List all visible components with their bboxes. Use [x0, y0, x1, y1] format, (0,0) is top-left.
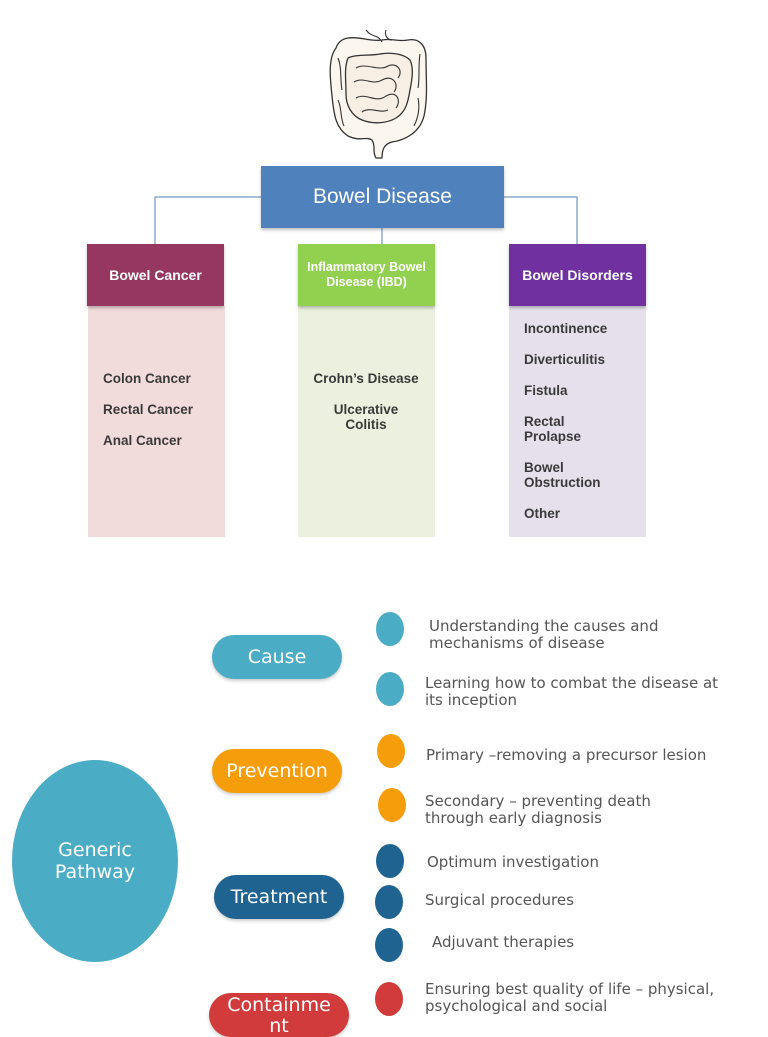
point-text: Secondary – preventing death through ear…: [425, 792, 651, 827]
category-bowel-disorders-body: [509, 306, 646, 537]
bullet-icon: [376, 672, 404, 706]
category-bowel-cancer-header: Bowel Cancer: [87, 244, 224, 306]
stage-treatment: Treatment: [214, 875, 344, 919]
bullet-icon: [375, 885, 403, 919]
list-item: Rectal Prolapse: [524, 414, 582, 444]
bullet-icon: [376, 612, 404, 646]
intestines-icon: [329, 29, 428, 159]
bullet-icon: [376, 844, 404, 878]
stage-cause: Cause: [212, 635, 342, 679]
list-item: Anal Cancer: [103, 433, 182, 448]
category-bowel-cancer-list: Colon Cancer Rectal Cancer Anal Cancer: [103, 371, 223, 464]
category-ibd-header: Inflammatory Bowel Disease (IBD): [298, 244, 435, 306]
root-label: Bowel Disease: [313, 185, 452, 208]
stage-label: Containment: [227, 994, 331, 1037]
stage-label: Cause: [247, 646, 307, 668]
hub-label: Generic Pathway: [54, 839, 136, 883]
category-title: Inflammatory Bowel Disease (IBD): [307, 260, 426, 289]
stage-label: Treatment: [230, 886, 328, 908]
bullet-icon: [375, 928, 403, 962]
tree-connectors: [154, 196, 578, 244]
point-text: Adjuvant therapies: [432, 933, 575, 951]
list-item: Other: [524, 506, 561, 521]
point-text: Surgical procedures: [425, 891, 574, 909]
category-bowel-disorders-list: Incontinence Diverticulitis Fistula Rect…: [524, 321, 624, 537]
bullet-icon: [375, 982, 403, 1016]
bullet-icon: [378, 788, 406, 822]
list-item: Colon Cancer: [103, 371, 191, 386]
root-box-bowel-disease: Bowel Disease: [261, 166, 504, 228]
list-item: Fistula: [524, 383, 568, 398]
category-title: Bowel Cancer: [109, 267, 202, 283]
point-text: Primary –removing a precursor lesion: [426, 746, 707, 764]
category-ibd-list: Crohn’s Disease Ulcerative Colitis: [305, 371, 427, 448]
list-item: Ulcerative Colitis: [333, 402, 399, 432]
list-item: Crohn’s Disease: [313, 371, 419, 386]
category-bowel-disorders-header: Bowel Disorders: [509, 244, 646, 306]
list-item: Rectal Cancer: [103, 402, 194, 417]
list-item: Incontinence: [524, 321, 608, 336]
bullet-icon: [377, 734, 405, 768]
pathway-hub: Generic Pathway: [12, 760, 178, 962]
point-text: Optimum investigation: [427, 853, 599, 871]
point-text: Understanding the causes and mechanisms …: [429, 617, 659, 652]
category-title: Bowel Disorders: [522, 267, 633, 283]
category-bowel-cancer-body: [88, 306, 225, 537]
list-item: Bowel Obstruction: [524, 460, 601, 490]
point-text: Ensuring best quality of life – physical…: [425, 980, 715, 1015]
stage-containment: Containment: [209, 993, 349, 1037]
stage-label: Prevention: [226, 760, 328, 782]
point-text: Learning how to combat the disease at it…: [425, 674, 719, 709]
list-item: Diverticulitis: [524, 352, 606, 367]
category-ibd-body: [298, 306, 435, 537]
stage-prevention: Prevention: [212, 749, 342, 793]
